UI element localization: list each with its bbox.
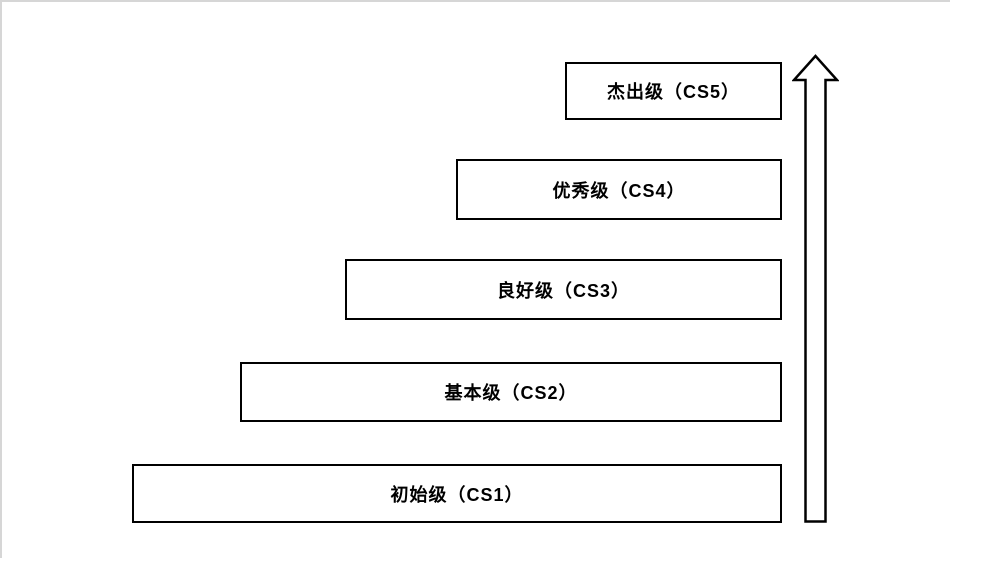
level-box-cs5: 杰出级（CS5）: [565, 62, 782, 120]
level-label-cs5: 杰出级（CS5）: [606, 82, 740, 102]
level-box-cs1: 初始级（CS1）: [132, 464, 782, 523]
up-arrow-icon: [792, 54, 839, 523]
level-label-cs2: 基本级（CS2）: [444, 383, 578, 403]
page-edge-left-line: [0, 0, 2, 558]
page-edge-top-line: [0, 0, 950, 2]
level-box-cs4: 优秀级（CS4）: [456, 159, 782, 220]
level-box-cs3: 良好级（CS3）: [345, 259, 782, 320]
level-box-cs2: 基本级（CS2）: [240, 362, 782, 422]
level-label-cs4: 优秀级（CS4）: [552, 180, 686, 201]
level-label-cs1: 初始级（CS1）: [390, 484, 524, 505]
level-label-cs3: 良好级（CS3）: [496, 280, 630, 301]
